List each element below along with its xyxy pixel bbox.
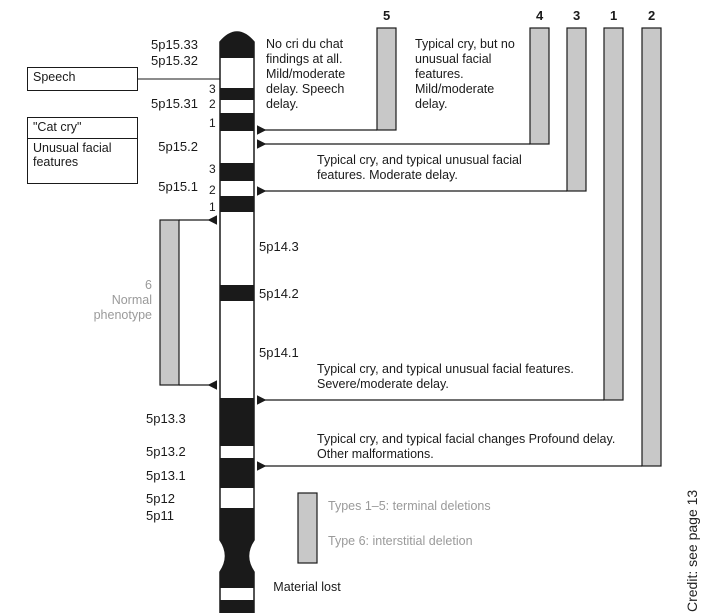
band-label-p13-3: 5p13.3 (146, 411, 186, 426)
type-3-description: Typical cry, and typical unusual facial … (317, 153, 522, 182)
band-label-p13-1: 5p13.1 (146, 468, 186, 483)
trait-box-speech: Speech (27, 67, 138, 91)
type-4-description: Typical cry, but no unusual facial featu… (415, 37, 515, 111)
band-q-1 (220, 572, 254, 588)
band-p11 (220, 508, 254, 540)
legend-interstitial: Type 6: interstitial deletion (328, 534, 473, 548)
band-p15-1-a (220, 163, 254, 181)
trait-label-unusual-facial: Unusual facial features (33, 141, 112, 169)
band-label-p15-31: 5p15.31 (151, 96, 198, 111)
type-2-description: Typical cry, and typical facial changes … (317, 432, 616, 461)
sub-band-label: 1 (209, 116, 216, 130)
band-label-p15-2: 5p15.2 (158, 139, 198, 154)
band-label-p14-1: 5p14.1 (259, 345, 299, 360)
type-number-1: 1 (610, 8, 618, 23)
band-p13-1 (220, 458, 254, 488)
type-5-description: No cri du chat findings at all. Mild/mod… (266, 37, 346, 111)
sub-band-label: 3 (209, 82, 216, 96)
trait-label-speech: Speech (33, 70, 76, 84)
band-p15-1-b (220, 196, 254, 212)
interstitial-bracket (159, 215, 218, 390)
chromosome (219, 31, 255, 613)
band-q-2 (220, 600, 254, 613)
sub-band-label: 3 (209, 162, 216, 176)
band-p15-31-a (220, 88, 254, 100)
type-number-4: 4 (536, 8, 544, 23)
centromere (220, 540, 254, 572)
band-label-p15-33: 5p15.33 (151, 37, 198, 52)
sub-band-label: 2 (209, 183, 216, 197)
legend-swatch (297, 492, 318, 564)
type-6-description: Normal phenotype (93, 293, 152, 322)
band-label-p15-1: 5p15.1 (158, 179, 198, 194)
band-p15-31-b (220, 113, 254, 131)
type-number-6: 6 (145, 278, 152, 292)
band-label-p11: 5p11 (146, 508, 174, 523)
legend-terminal: Types 1–5: terminal deletions (328, 499, 491, 513)
bar-type-5 (376, 27, 397, 131)
band-p14-2 (220, 285, 254, 301)
type-number-3: 3 (573, 8, 581, 23)
type-1-description: Typical cry, and typical unusual facial … (317, 362, 574, 391)
bar-type-1 (603, 27, 624, 401)
legend-material-lost: Material lost (273, 580, 341, 594)
band-label-p15-32: 5p15.32 (151, 53, 198, 68)
credit-text: Credit: see page 13 (684, 489, 700, 612)
sub-band-label: 2 (209, 97, 216, 111)
band-label-p14-3: 5p14.3 (259, 239, 299, 254)
trait-label-cat-cry: "Cat cry" (33, 120, 82, 134)
bar-type-4 (529, 27, 550, 145)
band-label-p12: 5p12 (146, 491, 175, 506)
type-number-5: 5 (383, 8, 391, 23)
deletion-arrows (256, 125, 642, 471)
band-p13-3 (220, 398, 254, 446)
trait-box-unusual-facial: Unusual facial features (27, 138, 138, 184)
bar-type-2 (641, 27, 662, 467)
band-p15-33 (220, 32, 254, 58)
sub-band-label: 1 (209, 200, 216, 214)
bar-type-3 (566, 27, 587, 192)
deletion-bars (376, 27, 662, 467)
trait-box-cat-cry: "Cat cry" (27, 117, 138, 139)
band-label-p13-2: 5p13.2 (146, 444, 186, 459)
band-label-p14-2: 5p14.2 (259, 286, 299, 301)
bar-type-6 (159, 219, 180, 386)
type-number-2: 2 (648, 8, 656, 23)
